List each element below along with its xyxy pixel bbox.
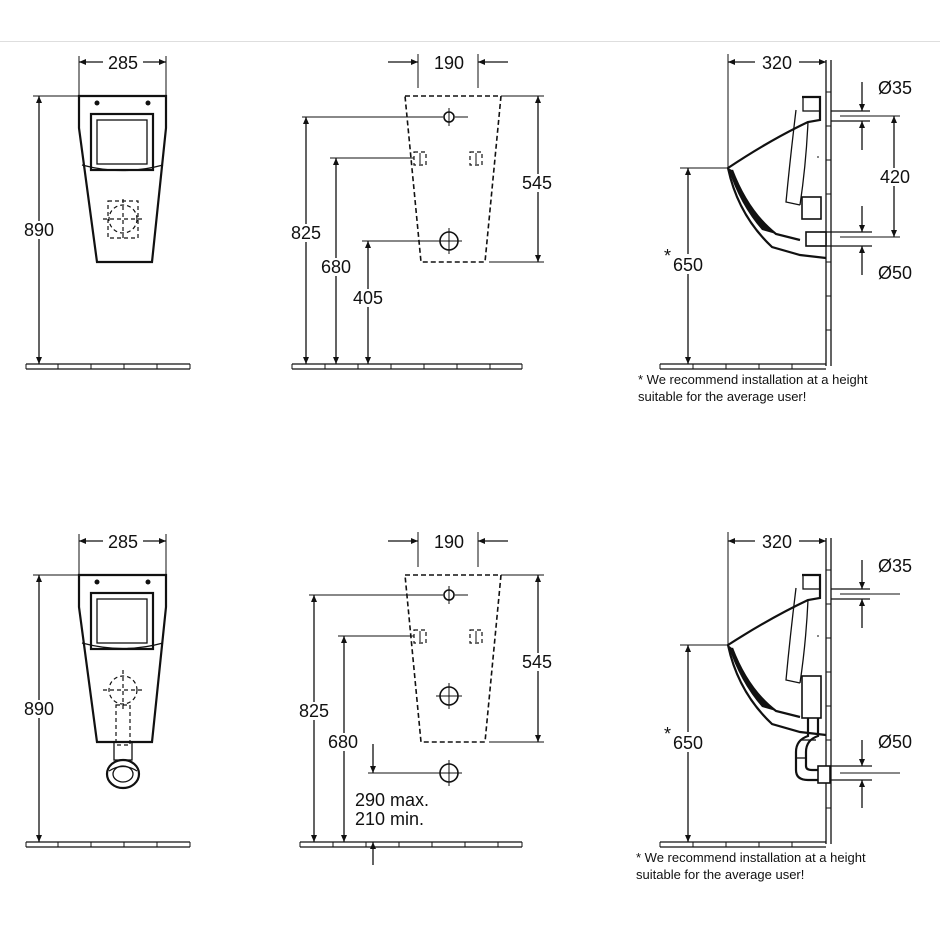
floor-top-back: [291, 363, 523, 370]
back-height-405: 405: [353, 288, 383, 308]
side-depth-label-bottom: 320: [762, 532, 792, 552]
front-height-label-bottom: 890: [24, 699, 54, 719]
top-divider: [0, 41, 940, 42]
wall-bottom: [825, 538, 832, 844]
back-height-825-bottom: 825: [299, 701, 329, 721]
floor-top-side: [659, 363, 826, 370]
drain-hole-dashed: [108, 204, 138, 234]
urinal-side-profile: [726, 95, 827, 260]
inlet-pipe-bottom: [831, 588, 900, 600]
installation-note-line1-bottom: * We recommend installation at a height: [636, 850, 866, 865]
installation-note-line2-bottom: suitable for the average user!: [636, 867, 804, 882]
front-width-label-bottom: 285: [108, 532, 138, 552]
outlet-diameter-label-bottom: Ø50: [878, 732, 912, 752]
urinal-back-outline: [404, 95, 502, 263]
floor-top-front: [25, 363, 191, 370]
urinal-side-profile-bottom: [726, 573, 827, 737]
floor-bottom-side: [659, 841, 826, 848]
inlet-diameter-label: Ø35: [878, 78, 912, 98]
inlet-diameter-label-bottom: Ø35: [878, 556, 912, 576]
urinal-back-outline-bottom: [404, 574, 502, 743]
outlet-pipe-bottom: [830, 765, 900, 781]
back-width-label: 190: [434, 53, 464, 73]
install-height-star-bottom: *: [664, 724, 671, 744]
trap-height-min: 210 min.: [355, 809, 424, 829]
installation-note-line1: * We recommend installation at a height: [638, 372, 868, 387]
back-view-bottom: 190 825 680: [293, 532, 558, 865]
side-depth-label: 320: [762, 53, 792, 73]
install-height-label-bottom: 650: [673, 733, 703, 753]
back-height-680-bottom: 680: [328, 732, 358, 752]
wall-top: [825, 60, 832, 366]
back-width-label-bottom: 190: [434, 532, 464, 552]
install-height-label: 650: [673, 255, 703, 275]
side-view-top: 320: [638, 53, 917, 404]
back-view-top: 190 825 680 405: [285, 53, 558, 370]
front-width-label: 285: [108, 53, 138, 73]
pipe-spacing-label: 420: [880, 167, 910, 187]
siphon-trap-side: [794, 718, 831, 784]
back-height-825: 825: [291, 223, 321, 243]
siphon-trap-front: [105, 741, 141, 790]
back-height-680: 680: [321, 257, 351, 277]
back-height-545-bottom: 545: [522, 652, 552, 672]
trap-height-max: 290 max.: [355, 790, 429, 810]
back-height-545: 545: [522, 173, 552, 193]
floor-bottom-front: [25, 841, 191, 848]
front-view-bottom: 285 890: [18, 532, 191, 848]
urinal-front-outline-bottom: [77, 573, 168, 744]
side-view-bottom: 320: [636, 532, 912, 882]
urinal-front-outline: [77, 94, 168, 264]
inlet-pipe-top: [831, 110, 900, 122]
front-height-label: 890: [24, 220, 54, 240]
outlet-pipe-top: [820, 231, 900, 247]
bottom-row: 285 890: [18, 532, 912, 882]
top-row: 285 890: [18, 53, 917, 404]
outlet-diameter-label: Ø50: [878, 263, 912, 283]
installation-note-line2: suitable for the average user!: [638, 389, 806, 404]
floor-bottom-back: [299, 841, 523, 848]
front-view-top: 285 890: [18, 53, 191, 370]
install-height-star: *: [664, 246, 671, 266]
